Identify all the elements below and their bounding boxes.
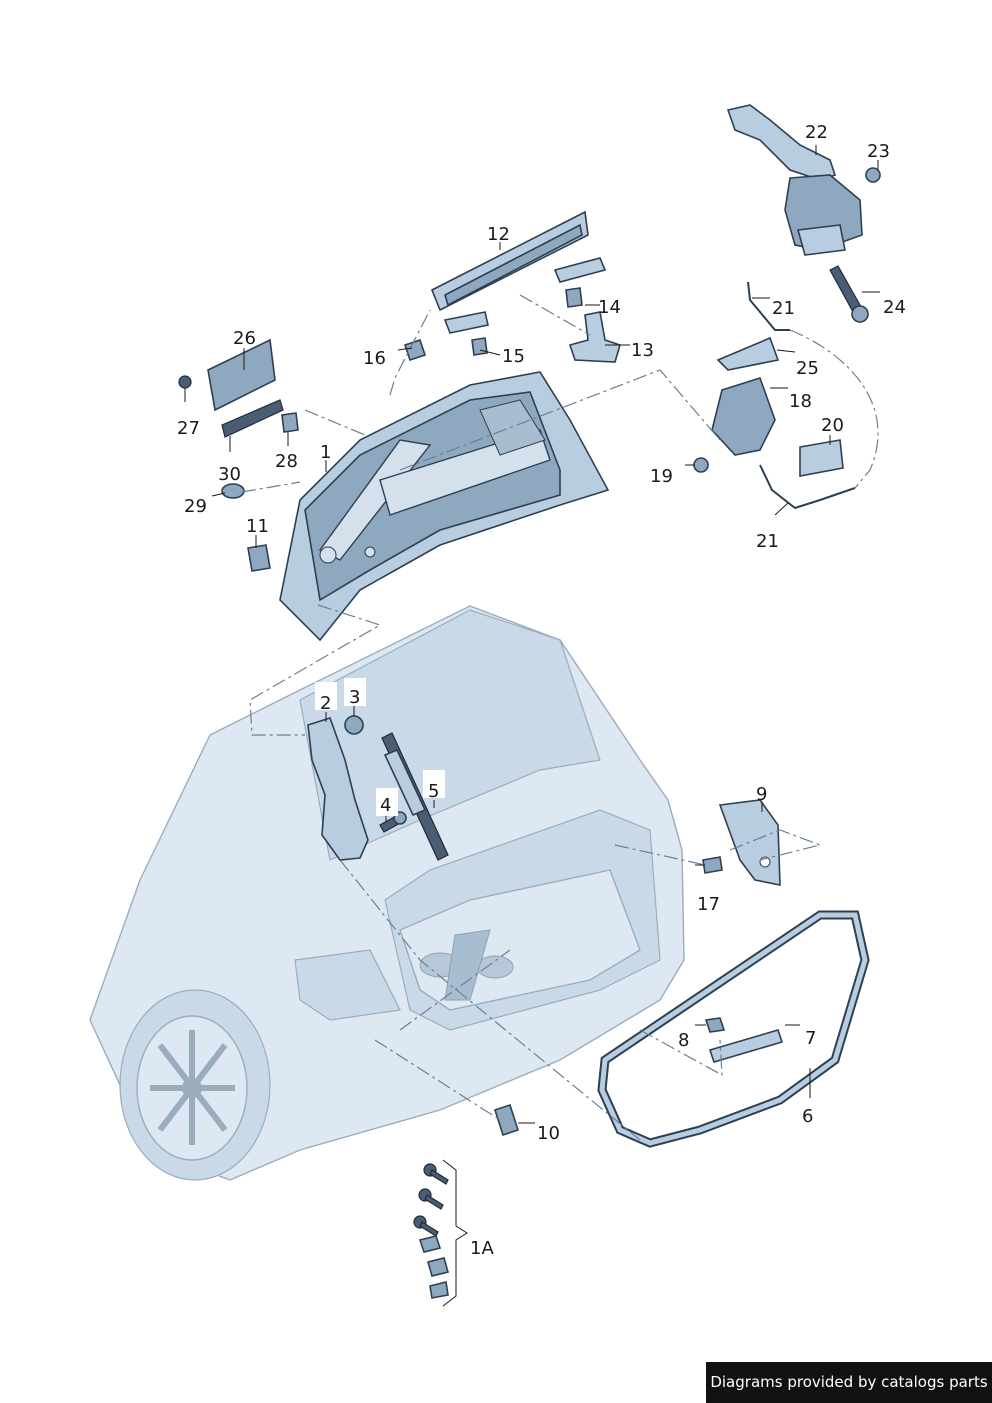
label-27: 27 <box>177 418 200 439</box>
part-16-bumper <box>403 338 427 362</box>
part-12-bracket <box>430 210 589 312</box>
label-28: 28 <box>275 451 298 472</box>
part-5-gas-strut <box>381 732 449 861</box>
label-26: 26 <box>233 328 256 349</box>
part-2-hinge <box>307 717 369 861</box>
part-7-striker-plate <box>708 1029 784 1063</box>
label-6: 6 <box>802 1106 813 1127</box>
part-3-bushing <box>344 715 364 735</box>
part-28-clip <box>281 412 299 433</box>
label-12: 12 <box>487 224 510 245</box>
label-24: 24 <box>883 297 906 318</box>
part-13-striker <box>568 311 621 363</box>
part-27-screw <box>178 375 192 389</box>
label-15: 15 <box>502 346 525 367</box>
label-20: 20 <box>821 415 844 436</box>
label-18: 18 <box>789 391 812 412</box>
label-21-upper: 21 <box>772 298 795 319</box>
label-17: 17 <box>697 894 720 915</box>
part-8-nut <box>704 1017 726 1033</box>
part-23-nut <box>865 167 881 183</box>
label-9: 9 <box>756 784 767 805</box>
label-23: 23 <box>867 141 890 162</box>
part-19-nut <box>693 457 709 473</box>
label-19: 19 <box>650 466 673 487</box>
label-16: 16 <box>363 348 386 369</box>
label-5: 5 <box>428 781 439 802</box>
part-18-lock <box>711 377 776 456</box>
label-8: 8 <box>678 1030 689 1051</box>
part-21-cable <box>747 281 879 510</box>
label-11: 11 <box>246 516 269 537</box>
part-6-seal <box>597 910 870 1148</box>
part-1a-fastener-set <box>413 1159 468 1307</box>
part-29-cap <box>221 483 245 499</box>
assembly-lines <box>241 294 823 1141</box>
trunk-lid <box>279 371 610 642</box>
part-10-buffer <box>493 1103 520 1137</box>
label-13: 13 <box>631 340 654 361</box>
part-25-cover <box>716 336 780 371</box>
part-14-clip <box>553 257 607 308</box>
part-17-clip <box>702 856 723 874</box>
part-24-bolt <box>829 265 869 323</box>
part-4-bolt <box>379 811 407 833</box>
label-4: 4 <box>380 795 391 816</box>
part-15-clip <box>443 311 489 356</box>
label-3: 3 <box>349 687 360 708</box>
label-22: 22 <box>805 122 828 143</box>
callout-labels: 1 2 3 4 5 6 7 8 9 10 11 12 13 14 15 16 1… <box>177 122 906 1259</box>
label-25: 25 <box>796 358 819 379</box>
leader-lines <box>184 145 880 1124</box>
car-body <box>89 605 685 1181</box>
label-backdrops <box>315 678 445 816</box>
part-30-strip <box>221 399 284 438</box>
label-10: 10 <box>537 1123 560 1144</box>
label-1: 1 <box>320 442 331 463</box>
label-2: 2 <box>320 693 331 714</box>
label-29: 29 <box>184 496 207 517</box>
label-1a: 1A <box>470 1238 494 1259</box>
part-11-grommet <box>247 544 271 572</box>
part-22-housing <box>726 104 863 256</box>
label-21-lower: 21 <box>756 531 779 552</box>
label-14: 14 <box>598 297 621 318</box>
part-9-trim <box>718 799 781 886</box>
part-26-plate <box>207 338 276 412</box>
footer-credit: Diagrams provided by catalogs parts <box>706 1362 992 1403</box>
label-30: 30 <box>218 464 241 485</box>
part-20-cover <box>799 439 844 477</box>
label-7: 7 <box>805 1028 816 1049</box>
